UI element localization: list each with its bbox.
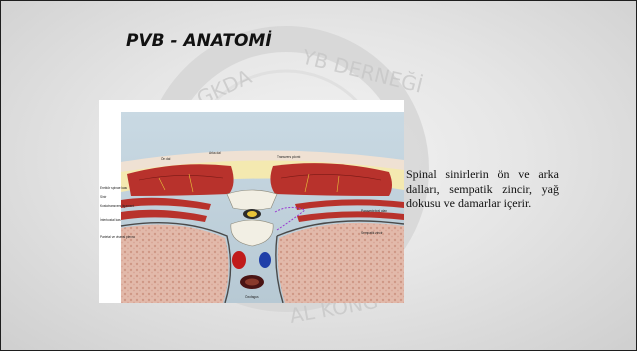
label-left-4: İnterkostal kas [100, 217, 121, 222]
label-right-1: Paravertebral alan [361, 209, 387, 213]
anatomy-figure: Ön dal Arka dal Transvers çıkıntı Erektö… [99, 100, 404, 303]
label-top-right: Transvers çıkıntı [277, 155, 301, 159]
label-bottom: Özofagus [245, 295, 259, 299]
label-right-2: Sempatik zincir [361, 231, 384, 235]
label-top-left: Ön dal [161, 157, 171, 161]
slide-title: PVB - ANATOMİ [126, 31, 272, 51]
slide-description: Spinal sinirlerin ön ve arka dalları, se… [406, 167, 559, 211]
label-left-5: Parietal ve viseral plevra [100, 235, 135, 239]
label-left-1: Erektör spinae kası [100, 186, 127, 190]
label-left-3: Kostotransvers ligament [100, 204, 134, 208]
label-left-2: Sinir [100, 195, 107, 199]
paravertebral-anatomy-illustration-icon: Ön dal Arka dal Transvers çıkıntı Erektö… [99, 100, 404, 303]
label-top-mid: Arka dal [209, 151, 221, 155]
